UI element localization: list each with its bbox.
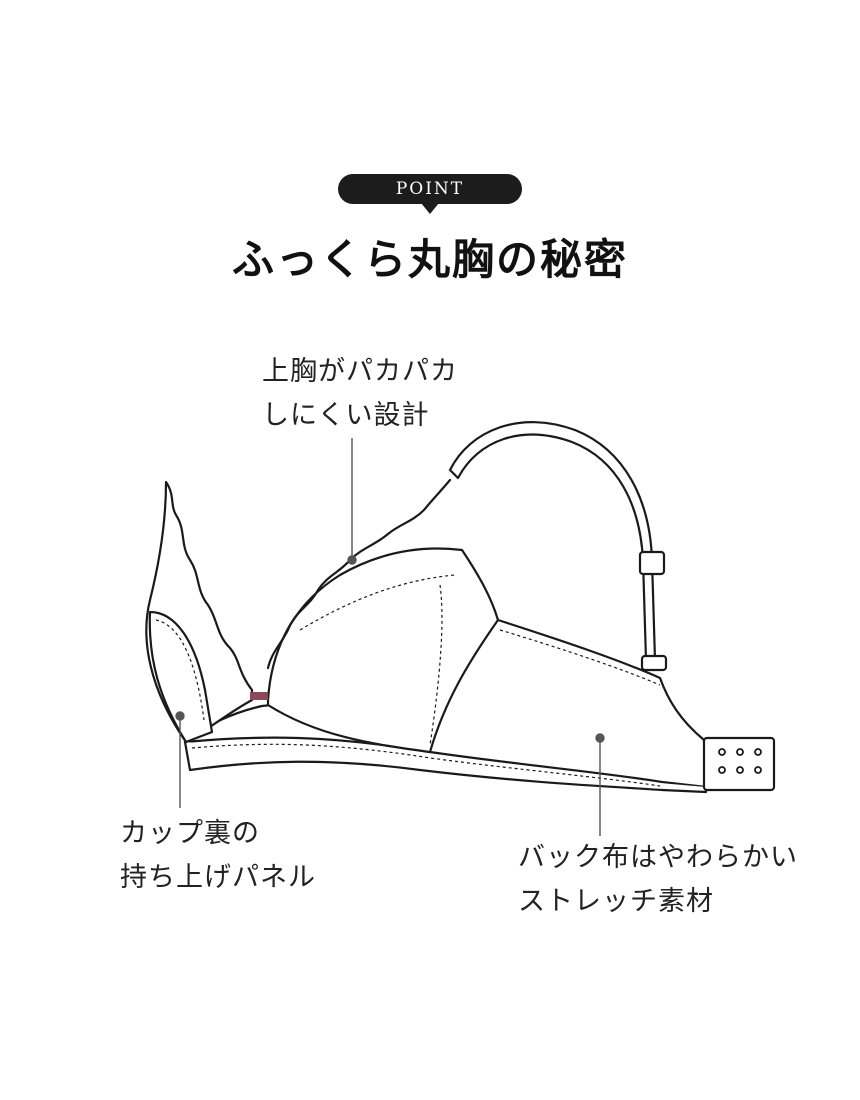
hook-and-eye xyxy=(702,736,776,792)
stitch-back xyxy=(499,629,661,686)
underband xyxy=(183,740,708,794)
stitch-left-panel xyxy=(155,619,205,721)
callout-upper-chest: 上胸がパカパカ しにくい設計 xyxy=(262,350,458,438)
leader-dot-back-fabric xyxy=(595,733,605,743)
right-cup xyxy=(266,547,500,754)
hook-eye-2 xyxy=(736,748,744,756)
callout-upper-chest-line2: しにくい設計 xyxy=(262,400,430,431)
leader-dot-cup-panel xyxy=(175,711,185,721)
callout-cup-panel-line1: カップ裏の xyxy=(120,818,260,849)
center-gore-accent xyxy=(250,692,268,700)
hook-eye-6 xyxy=(754,766,762,774)
cup-lifting-panel xyxy=(148,610,214,744)
hook-eye-3 xyxy=(754,748,762,756)
callout-back-fabric-line1: バック布はやわらかい xyxy=(518,842,798,873)
strap-ring xyxy=(640,654,668,672)
stitch-band-top xyxy=(191,743,661,787)
point-badge-label: POINT xyxy=(395,179,465,199)
callout-back-fabric-line2: ストレッチ素材 xyxy=(518,886,714,917)
hook-eye-4 xyxy=(718,766,726,774)
strap-adjuster xyxy=(638,550,666,576)
stitch-cup-seam xyxy=(299,574,456,631)
callout-cup-panel-line2: 持ち上げパネル xyxy=(120,862,316,893)
callout-upper-chest-line1: 上胸がパカパカ xyxy=(262,356,458,387)
page-title: ふっくら丸胸の秘密 xyxy=(231,235,628,284)
callout-back-fabric: バック布はやわらかい ストレッチ素材 xyxy=(518,836,798,924)
hook-eye-5 xyxy=(736,766,744,774)
leader-dot-upper-chest xyxy=(347,555,357,565)
point-badge: POINT xyxy=(338,174,522,214)
stitch-cup-center xyxy=(429,584,443,746)
callout-cup-panel: カップ裏の 持ち上げパネル xyxy=(120,812,316,900)
hook-eye-1 xyxy=(718,748,726,756)
